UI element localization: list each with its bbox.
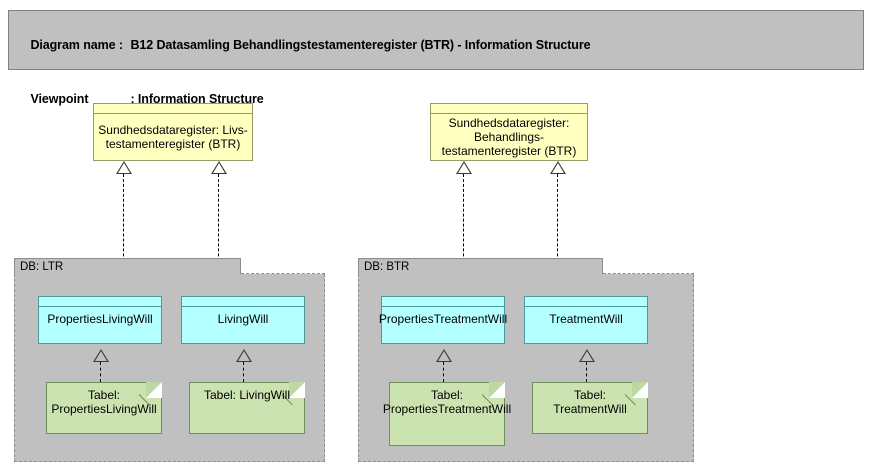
realization-line-tabel-propertieslivingwill (100, 362, 101, 382)
realization-line-tabel-treatmentwill (586, 362, 587, 382)
diagram-name-value: B12 Datasamling Behandlingstestamentereg… (130, 38, 591, 52)
object-body: LivingWill (182, 307, 304, 343)
object-header-bar (182, 297, 304, 307)
object-body: PropertiesTreatmentWill (378, 307, 508, 343)
data-object-propertiestreatmentwill[interactable]: PropertiesTreatmentWill (378, 296, 508, 344)
object-header-bar (39, 297, 161, 307)
artifact-label: Tabel: PropertiesTreatmentWill (382, 388, 512, 416)
data-object-livingwill[interactable]: LivingWill (181, 296, 305, 344)
group-label: DB: BTR (364, 260, 410, 273)
group-label: DB: LTR (20, 260, 64, 273)
artifact-shape (46, 382, 162, 434)
object-label: Sundhedsdataregister: Behandlings-testam… (441, 116, 577, 158)
viewpoint-value: : Information Structure (130, 92, 264, 106)
artifact-fold-icon (632, 382, 648, 398)
group-tab-header: DB: BTR (358, 258, 603, 275)
artifact-label: Tabel: TreatmentWill (553, 388, 627, 416)
artifact-fold-icon (146, 382, 162, 398)
data-object-btr-register[interactable]: Sundhedsdataregister: Behandlings-testam… (430, 103, 588, 161)
artifact-shape (532, 382, 648, 434)
viewpoint-line: Viewpoint : Information Structure (17, 72, 863, 126)
artifact-fold-icon (289, 382, 305, 398)
data-object-treatmentwill[interactable]: TreatmentWill (524, 296, 648, 344)
object-label: TreatmentWill (549, 312, 623, 326)
object-body: Sundhedsdataregister: Livs-testamentereg… (94, 114, 252, 160)
artifact-fold-icon (489, 382, 505, 398)
object-label: LivingWill (217, 312, 269, 326)
viewpoint-label: Viewpoint (30, 92, 89, 106)
artifact-shape (189, 382, 305, 434)
artifact-label: Tabel: PropertiesLivingWill (51, 388, 157, 416)
artifact-tabel-livingwill[interactable]: Tabel: LivingWill (189, 382, 305, 434)
object-label: PropertiesTreatmentWill (378, 312, 508, 326)
object-header-bar (94, 104, 252, 114)
object-label: PropertiesLivingWill (47, 312, 153, 326)
diagram-name-label: Diagram name : (30, 38, 123, 52)
object-body: Sundhedsdataregister: Behandlings-testam… (431, 114, 587, 160)
realization-line-livingwill (218, 174, 219, 296)
artifact-tabel-propertieslivingwill[interactable]: Tabel: PropertiesLivingWill (46, 382, 162, 434)
data-object-ltr-register[interactable]: Sundhedsdataregister: Livs-testamentereg… (93, 103, 253, 161)
realization-line-propertiestreatmentwill (463, 174, 464, 296)
diagram-header-banner: Diagram name : B12 Datasamling Behandling… (8, 10, 864, 106)
object-label: Sundhedsdataregister: Livs-testamentereg… (98, 123, 248, 151)
realization-line-treatmentwill (557, 174, 558, 296)
artifact-tabel-treatmentwill[interactable]: Tabel: TreatmentWill (532, 382, 648, 434)
data-object-propertieslivingwill[interactable]: PropertiesLivingWill (38, 296, 162, 344)
group-tab-header: DB: LTR (14, 258, 241, 275)
object-header-bar (525, 297, 647, 307)
realization-line-tabel-livingwill (243, 362, 244, 382)
artifact-tabel-propertiestreatmentwill[interactable]: Tabel: PropertiesTreatmentWill (382, 382, 512, 446)
object-body: PropertiesLivingWill (39, 307, 161, 343)
realization-line-tabel-propertiestreatmentwill (443, 362, 444, 382)
diagram-name-line: Diagram name : B12 Datasamling Behandling… (17, 18, 863, 72)
realization-line-propertieslivingwill (123, 174, 124, 296)
object-body: TreatmentWill (525, 307, 647, 343)
artifact-shape (389, 382, 505, 446)
object-header-bar (431, 104, 587, 114)
object-header-bar (382, 297, 504, 307)
artifact-label: Tabel: LivingWill (203, 388, 291, 402)
